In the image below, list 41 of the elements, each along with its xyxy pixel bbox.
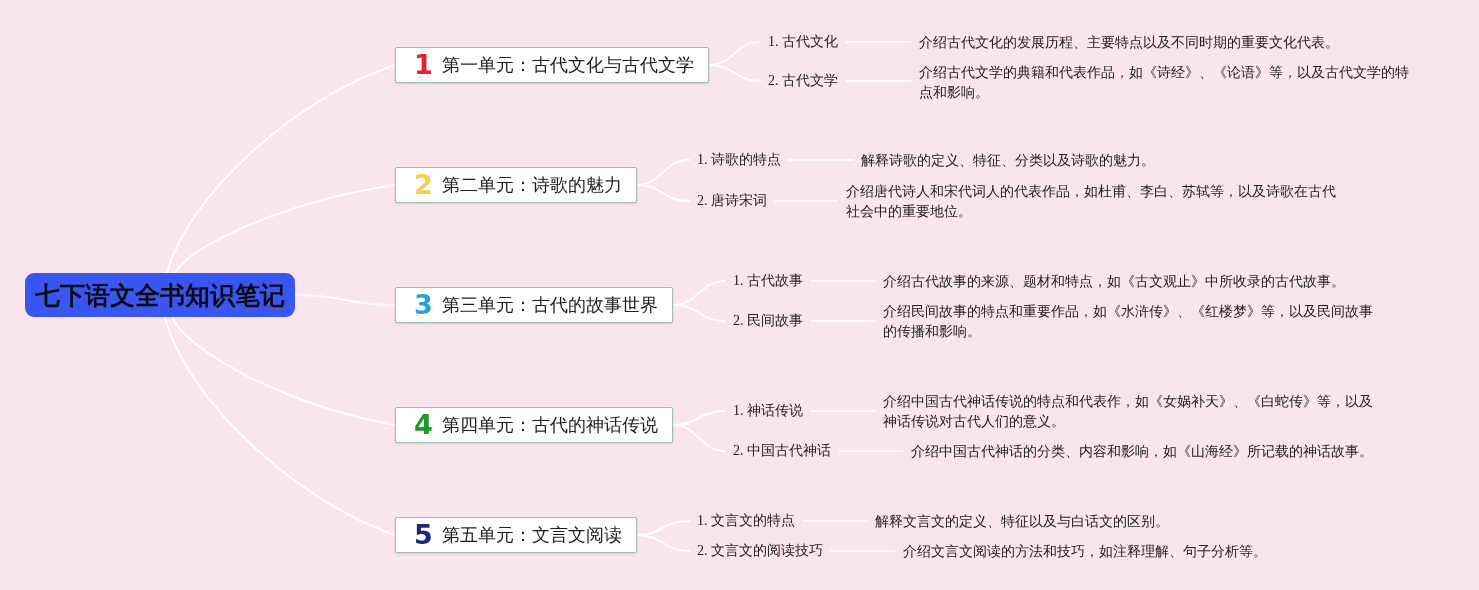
description-text: 解释文言文的定义、特征以及与白话文的区别。 (875, 511, 1370, 531)
subtopic-label: 1. 诗歌的特点 (697, 151, 781, 169)
subtopic-label: 1. 神话传说 (733, 402, 803, 420)
unit-title: 第三单元：古代的故事世界 (441, 293, 658, 317)
unit-number: 3 (414, 290, 433, 320)
unit-number: 2 (414, 170, 433, 200)
description-text: 介绍古代文学的典籍和代表作品，如《诗经》、《论语》等，以及古代文学的特点和影响。 (919, 62, 1414, 102)
subtopic-label: 1. 古代故事 (733, 272, 803, 290)
unit-title: 第二单元：诗歌的魅力 (441, 173, 622, 197)
unit-title: 第一单元：古代文化与古代文学 (441, 53, 694, 77)
subtopic-label: 2. 民间故事 (733, 312, 803, 330)
unit-box (395, 47, 709, 83)
subtopic-label: 2. 古代文学 (768, 72, 838, 90)
subtopic-label: 2. 唐诗宋词 (697, 192, 767, 210)
branch-line (293, 293, 397, 307)
unit-number: 4 (414, 410, 433, 440)
branch-line (173, 183, 397, 275)
branch-line (163, 315, 397, 537)
description-text: 介绍民间故事的特点和重要作品，如《水浒传》、《红楼梦》等，以及民间故事的传播和影响。 (883, 301, 1378, 341)
description-text: 介绍中国古代神话的分类、内容和影响，如《山海经》所记载的神话故事。 (911, 441, 1406, 461)
root-topic-box: 七下语文全书知识笔记 (25, 273, 295, 317)
subtopic-label: 1. 古代文化 (768, 33, 838, 51)
subtopic-label: 2. 中国古代神话 (733, 442, 831, 460)
unit-box (395, 517, 637, 553)
subtopic-label: 2. 文言文的阅读技巧 (697, 542, 823, 560)
unit-number: 5 (414, 520, 433, 550)
unit-title: 第四单元：古代的神话传说 (441, 413, 658, 437)
unit-title: 第五单元：文言文阅读 (441, 523, 622, 547)
description-text: 介绍古代文化的发展历程、主要特点以及不同时期的重要文化代表。 (919, 32, 1414, 52)
description-text: 介绍文言文阅读的方法和技巧，如注释理解、句子分析等。 (903, 541, 1398, 561)
branch-line (170, 315, 397, 427)
description-text: 介绍中国古代神话传说的特点和代表作，如《女娲补天》、《白蛇传》等，以及神话传说对古代人们的意义。 (883, 391, 1378, 431)
subtopic-label: 1. 文言文的特点 (697, 512, 795, 530)
description-text: 解释诗歌的定义、特征、分类以及诗歌的魅力。 (861, 150, 1356, 170)
unit-box (395, 407, 673, 443)
unit-box (395, 287, 673, 323)
branch-line (165, 63, 397, 275)
unit-number: 1 (414, 50, 433, 80)
description-text: 介绍古代故事的来源、题材和特点，如《古文观止》中所收录的古代故事。 (883, 271, 1378, 291)
description-text: 介绍唐代诗人和宋代词人的代表作品，如杜甫、李白、苏轼等，以及诗歌在古代社会中的重要地位。 (846, 181, 1341, 221)
unit-box (395, 167, 637, 203)
